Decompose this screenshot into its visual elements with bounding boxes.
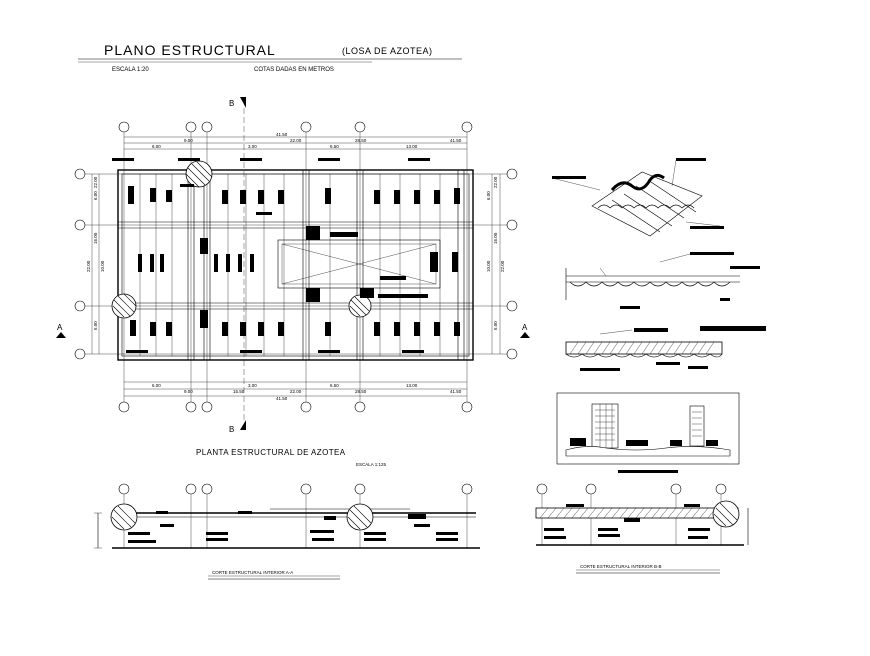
dim-top: 22.00 bbox=[290, 138, 302, 143]
axis-bubble bbox=[354, 121, 366, 133]
dim-left: 10.00 bbox=[100, 260, 105, 272]
dim-top: 6.00 bbox=[152, 144, 161, 149]
axis-bubble bbox=[506, 300, 518, 312]
axis-bubble bbox=[461, 401, 473, 413]
bottom-axis-bubbles bbox=[118, 401, 473, 413]
axis-bubble bbox=[300, 121, 312, 133]
section-b-b: CORTE ESTRUCTURAL INTERIOR B-B bbox=[535, 483, 749, 574]
axis-bubble bbox=[300, 401, 312, 413]
dim-top: 9.00 bbox=[184, 138, 193, 143]
axis-bubble bbox=[74, 168, 86, 180]
dim-left: 6.00 bbox=[93, 191, 98, 200]
dim-left: 16.00 bbox=[93, 232, 98, 244]
beams bbox=[118, 170, 473, 360]
composite-slab-detail bbox=[565, 326, 766, 371]
top-dimension-chains: 41.50 9.00 22.00 28.50 6.00 3.00 6.50 13… bbox=[124, 132, 467, 150]
opening-diagonal bbox=[281, 243, 437, 285]
dim-top-overall: 41.50 bbox=[276, 132, 288, 137]
section-b-bottom-marker bbox=[240, 420, 246, 430]
dim-bottom: 9.00 bbox=[184, 389, 193, 394]
axis-bubble bbox=[185, 121, 197, 133]
steel-deck-isometric-detail bbox=[551, 158, 724, 237]
left-dimension-chains: 22.00 6.00 16.00 10.00 6.00 22.00 bbox=[86, 174, 105, 354]
slab-inner-outline bbox=[121, 173, 470, 357]
dim-left: 6.00 bbox=[93, 321, 98, 330]
axis-bubble bbox=[185, 401, 197, 413]
axis-bubble bbox=[118, 401, 130, 413]
section-a-left-label: A bbox=[57, 323, 63, 332]
dim-bottom: 6.00 bbox=[152, 383, 161, 388]
drawing-title: PLANO ESTRUCTURAL bbox=[104, 42, 276, 58]
dim-bottom: 3.00 bbox=[248, 383, 257, 388]
building-elevation-thumbnail bbox=[556, 392, 740, 473]
roof-opening bbox=[277, 239, 441, 289]
plan-caption: PLANTA ESTRUCTURAL DE AZOTEA bbox=[196, 448, 346, 457]
section-b-caption: CORTE ESTRUCTURAL INTERIOR B-B bbox=[580, 564, 662, 569]
dim-right: 6.00 bbox=[486, 191, 491, 200]
section-a-caption: CORTE ESTRUCTURAL INTERIOR A-A bbox=[212, 570, 293, 575]
dim-bottom: 13.00 bbox=[406, 383, 418, 388]
axis-bubble bbox=[118, 121, 130, 133]
dim-top-end: 41.50 bbox=[450, 138, 462, 143]
hatched-columns bbox=[111, 160, 372, 319]
dim-top: 3.00 bbox=[248, 144, 257, 149]
dim-right: 22.00 bbox=[500, 260, 505, 272]
dim-top: 6.50 bbox=[330, 144, 339, 149]
dim-bottom: 15.50 bbox=[233, 389, 245, 394]
axis-bubble bbox=[461, 121, 473, 133]
roof-structural-plan: B B A A bbox=[56, 97, 530, 467]
section-b-top-label: B bbox=[229, 99, 235, 108]
dim-right: 10.00 bbox=[486, 260, 491, 272]
dim-bottom: 28.50 bbox=[355, 389, 367, 394]
drawing-scale: ESCALA 1:20 bbox=[112, 67, 149, 73]
dim-bottom: 22.00 bbox=[290, 389, 302, 394]
reinforcement-tags bbox=[112, 158, 460, 353]
slab-outline bbox=[117, 169, 474, 361]
section-a-left-marker bbox=[56, 332, 66, 338]
section-a-a: CORTE ESTRUCTURAL INTERIOR A-A bbox=[94, 483, 480, 580]
section-a-right-label: A bbox=[522, 323, 528, 332]
dim-bottom: 6.50 bbox=[330, 383, 339, 388]
axis-bubble bbox=[506, 168, 518, 180]
right-dimension-chains: 22.00 6.00 16.00 10.00 6.00 22.00 bbox=[486, 174, 505, 354]
dim-bottom-overall: 41.50 bbox=[276, 396, 288, 401]
plan-scale: ESCALA 1:125 bbox=[356, 462, 387, 467]
dim-right: 22.00 bbox=[493, 176, 498, 188]
dim-right: 16.00 bbox=[493, 232, 498, 244]
deck-section-detail bbox=[565, 252, 760, 309]
section-b-top-marker bbox=[240, 97, 246, 108]
drawing-subtitle: (LOSA DE AZOTEA) bbox=[342, 46, 433, 56]
section-a-right-marker bbox=[520, 332, 530, 338]
axis-bubble bbox=[354, 401, 366, 413]
axis-bubble bbox=[74, 300, 86, 312]
dim-left: 22.00 bbox=[93, 176, 98, 188]
top-axis-bubbles bbox=[118, 121, 473, 133]
units-note: COTAS DADAS EN METROS bbox=[254, 67, 334, 73]
axis-bubble bbox=[506, 348, 518, 360]
dim-bottom: 41.50 bbox=[450, 389, 462, 394]
dim-top: 13.00 bbox=[406, 144, 418, 149]
axis-bubble bbox=[201, 121, 213, 133]
axis-bubble bbox=[506, 219, 518, 231]
axis-bubble bbox=[74, 348, 86, 360]
grid-axis-lines bbox=[85, 132, 507, 402]
bottom-dimension-chains: 6.00 3.00 6.50 13.00 9.00 15.50 22.00 28… bbox=[124, 381, 467, 401]
axis-bubble bbox=[74, 219, 86, 231]
section-b-bottom-label: B bbox=[229, 425, 235, 434]
dim-left: 22.00 bbox=[86, 260, 91, 272]
axis-bubble bbox=[201, 401, 213, 413]
dim-right: 6.00 bbox=[493, 321, 498, 330]
dim-top: 28.50 bbox=[355, 138, 367, 143]
